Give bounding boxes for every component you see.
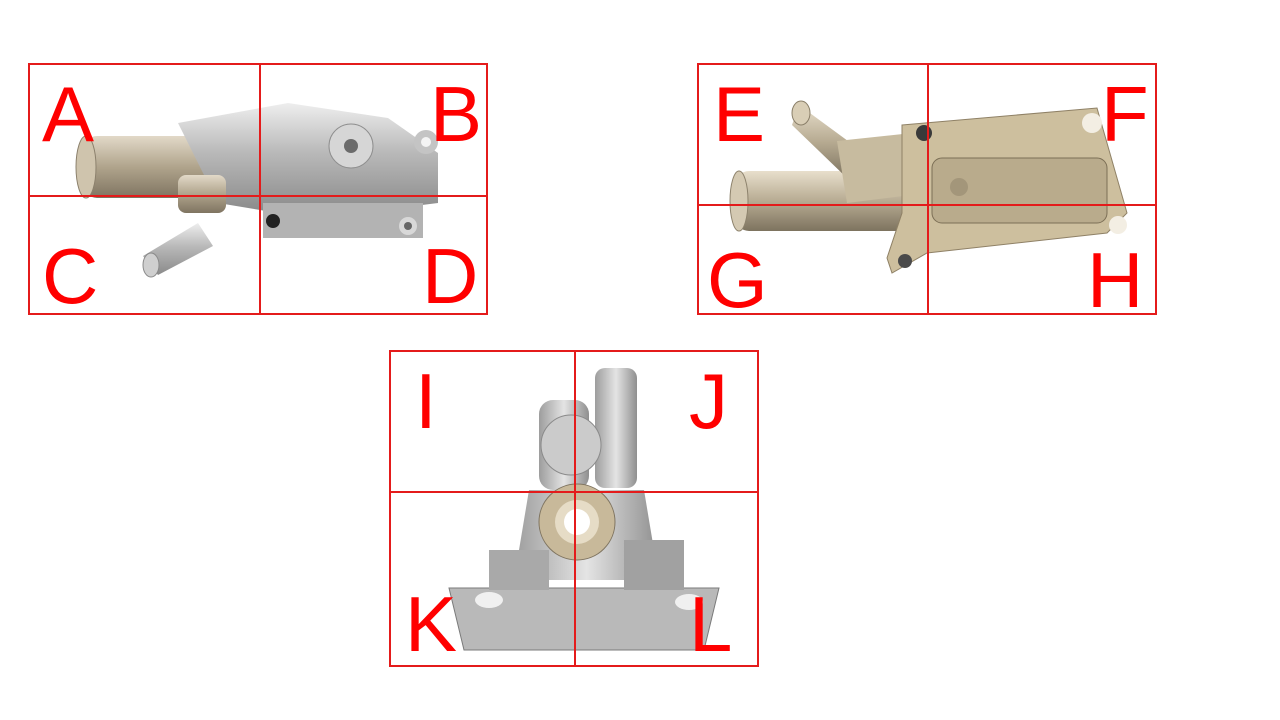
quadrant-label-j: J <box>689 357 728 445</box>
quadrant-label-a: A <box>42 70 95 158</box>
thermostat-housing-end-view-image <box>448 368 720 651</box>
view-3-panel: I J K L <box>389 350 759 667</box>
thermostat-housing-flange-view-image <box>729 100 1128 274</box>
quadrant-label-k: K <box>405 580 458 668</box>
view-2-grid <box>697 63 1157 315</box>
quadrant-label-b: B <box>430 70 483 158</box>
view-1-grid <box>28 63 488 315</box>
quadrant-label-g: G <box>707 236 768 324</box>
thermostat-housing-side-view-image <box>75 103 438 278</box>
quadrant-label-l: L <box>689 580 733 668</box>
view-3-grid <box>389 350 759 667</box>
quadrant-label-i: I <box>415 357 437 445</box>
quadrant-label-e: E <box>713 70 766 158</box>
quadrant-label-h: H <box>1087 236 1144 324</box>
quadrant-label-c: C <box>42 232 99 320</box>
quadrant-label-d: D <box>422 232 479 320</box>
quadrant-label-f: F <box>1101 70 1149 158</box>
view-1-panel: A B C D <box>28 63 488 315</box>
view-2-panel: E F G H <box>697 63 1157 319</box>
